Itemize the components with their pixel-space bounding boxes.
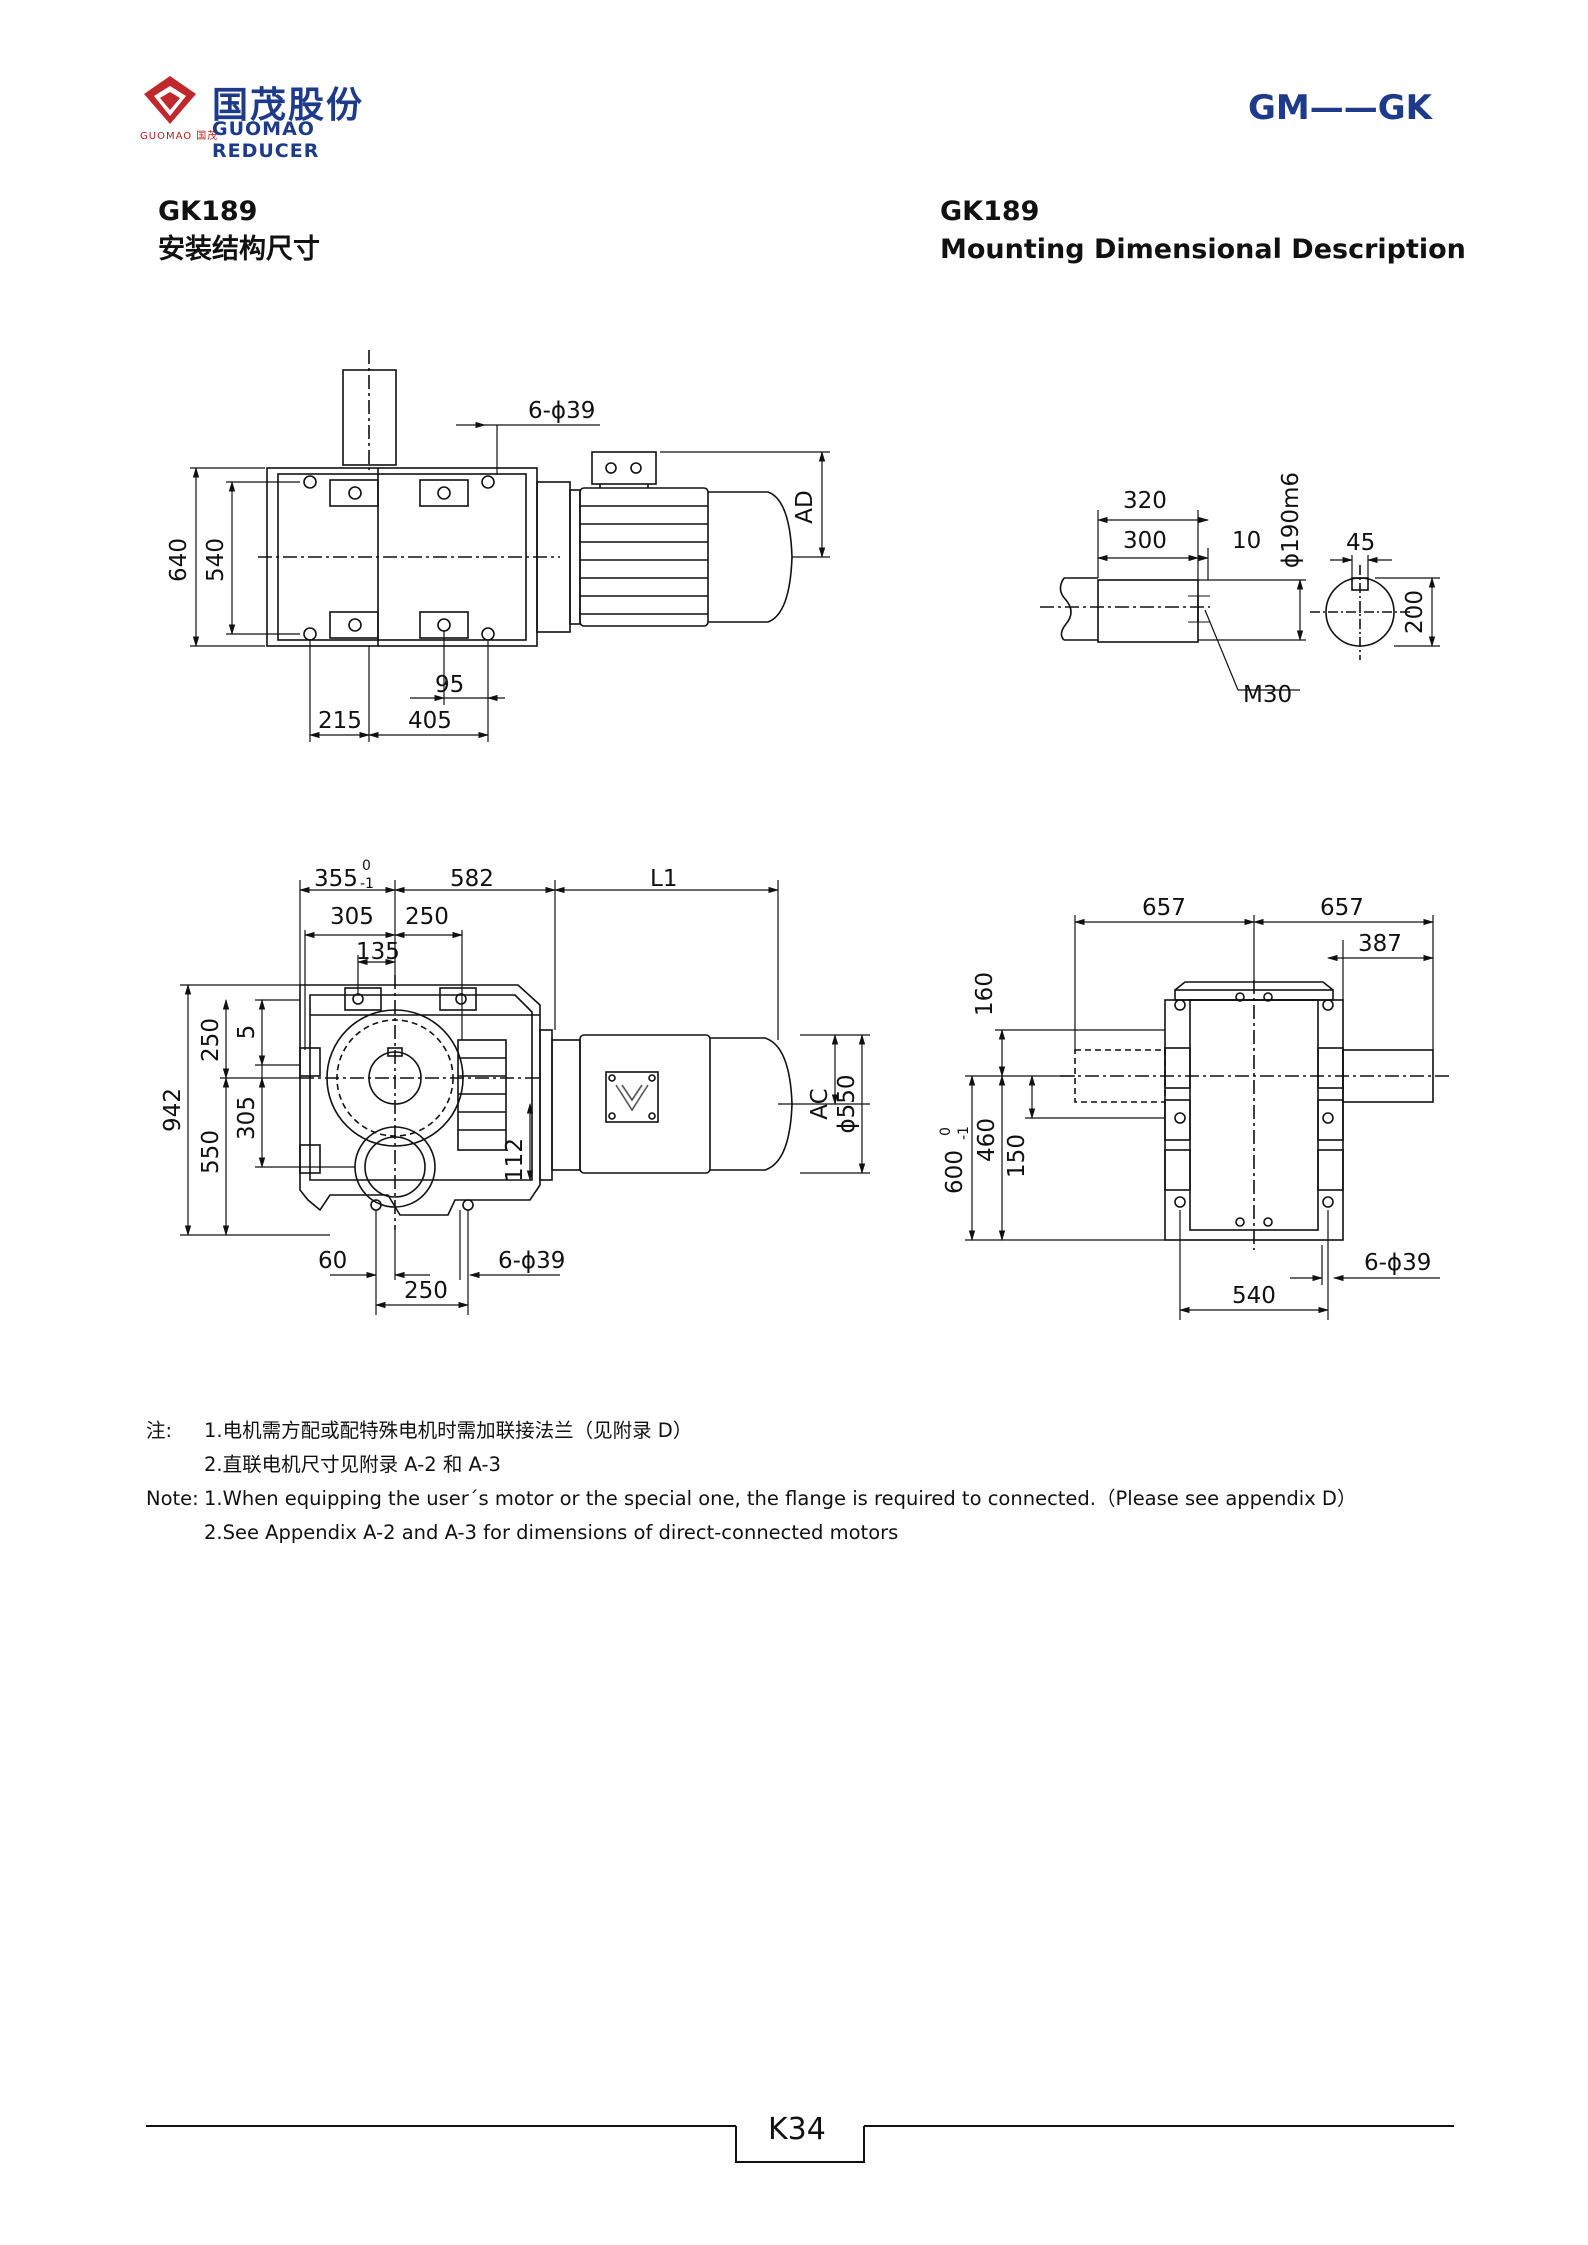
dim-355: 355: [314, 866, 358, 892]
side-view-dimensions: [180, 880, 870, 1315]
front-view-drawing: [1060, 980, 1450, 1250]
dim-phi550: ϕ550: [834, 1074, 860, 1133]
dim-6-phi39-top: 6-ϕ39: [528, 398, 595, 424]
dim-460: 460: [974, 1118, 1000, 1162]
dim-640: 640: [166, 538, 192, 582]
dim-540-top: 540: [203, 538, 229, 582]
logo-small-text: GUOMAO 国茂: [140, 131, 219, 142]
dim-ac: AC: [807, 1088, 833, 1119]
dim-355-tol-top: 0: [362, 858, 371, 874]
dim-582: 582: [450, 866, 494, 892]
note-label-en: Note:: [146, 1487, 199, 1510]
dim-60: 60: [318, 1248, 347, 1274]
dim-250-left: 250: [198, 1018, 224, 1062]
logo-chinese: 国茂股份: [212, 85, 365, 126]
note-en-1: 1.When equipping the user´s motor or the…: [204, 1487, 1357, 1510]
dim-phi190m6: ϕ190m6: [1278, 472, 1304, 568]
dim-215: 215: [318, 708, 362, 734]
note-en-2: 2.See Appendix A-2 and A-3 for dimension…: [204, 1521, 899, 1544]
dim-405: 405: [408, 708, 452, 734]
dim-250-top: 250: [405, 904, 449, 930]
top-view-drawing: [258, 350, 793, 647]
dim-355-tol-bottom: -1: [360, 876, 374, 892]
series-label: GM——GK: [1248, 88, 1432, 128]
logo: GUOMAO 国茂 国茂股份 GUOMAO REDUCER: [140, 70, 420, 162]
dim-305-top: 305: [330, 904, 374, 930]
dim-5: 5: [234, 1025, 260, 1040]
dim-942: 942: [160, 1088, 186, 1132]
footer-rule: [146, 2125, 1454, 2163]
dim-150: 150: [1004, 1134, 1030, 1178]
dim-600-tol-top: 0: [938, 1127, 954, 1136]
dim-600-tol-bottom: -1: [956, 1126, 972, 1140]
dim-95: 95: [435, 672, 464, 698]
dim-135: 135: [356, 939, 400, 965]
dim-6-phi39-side: 6-ϕ39: [498, 1248, 565, 1274]
dim-ad: AD: [792, 490, 818, 523]
dim-200: 200: [1402, 590, 1428, 634]
note-cn-2: 2.直联电机尺寸见附录 A-2 和 A-3: [204, 1453, 501, 1476]
note-cn-1: 1.电机需方配或配特殊电机时需加联接法兰（见附录 D）: [204, 1419, 693, 1442]
dim-l1: L1: [650, 866, 677, 892]
subtitle-cn: 安装结构尺寸: [158, 234, 320, 265]
dim-45: 45: [1346, 530, 1375, 556]
shaft-detail-drawing: [1040, 565, 1410, 660]
dim-m30: M30: [1243, 682, 1292, 708]
logo-mark-icon: [144, 76, 196, 124]
page-number: K34: [768, 2112, 826, 2147]
shaft-detail-dimensions: [1096, 510, 1440, 691]
dim-657-left: 657: [1142, 895, 1186, 921]
front-view-dimensions: [965, 915, 1440, 1320]
dim-540-front: 540: [1232, 1283, 1276, 1309]
logo-english: GUOMAO REDUCER: [212, 118, 320, 162]
dim-305-left: 305: [234, 1096, 260, 1140]
dim-300: 300: [1123, 528, 1167, 554]
dim-600: 600: [942, 1150, 968, 1194]
model-left: GK189: [158, 196, 258, 227]
model-right: GK189: [940, 196, 1040, 227]
dim-112: 112: [502, 1138, 528, 1182]
side-view-drawing: [299, 975, 793, 1230]
dim-657-right: 657: [1320, 895, 1364, 921]
top-view-dimensions: [190, 421, 830, 742]
dim-160: 160: [972, 972, 998, 1016]
dim-250-bottom: 250: [404, 1278, 448, 1304]
note-label-cn: 注:: [146, 1419, 173, 1442]
dim-10: 10: [1232, 528, 1261, 554]
dim-550-left: 550: [198, 1130, 224, 1174]
subtitle-en: Mounting Dimensional Description: [940, 234, 1466, 265]
dim-6-phi39-front: 6-ϕ39: [1364, 1250, 1431, 1276]
dim-387: 387: [1358, 931, 1402, 957]
dim-320: 320: [1123, 488, 1167, 514]
